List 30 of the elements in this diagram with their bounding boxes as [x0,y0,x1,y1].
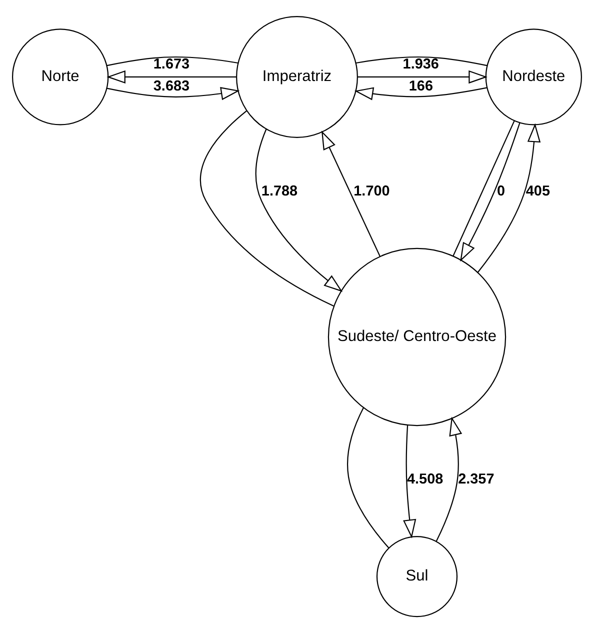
arrow [106,87,240,100]
connector [106,56,238,66]
arrow [477,123,541,273]
connector [452,120,515,256]
node-circle: Imperatriz [236,16,358,138]
node-circle: Norte [12,28,109,126]
arrow [436,416,462,542]
edge-label: 2.357 [458,472,494,488]
edge-label: 1.936 [402,56,439,72]
arrow [354,87,488,100]
edge-label: 1.673 [153,56,190,72]
edge-label: 0 [497,184,506,200]
edge-label: 3.683 [153,78,190,95]
edge-label: 166 [408,78,434,95]
arrow [403,424,416,538]
edge-label: 1.788 [261,184,298,200]
node-circle: Sudeste/ Centro-Oeste [328,248,506,426]
connector [356,56,488,66]
arrow [255,128,343,292]
node-circle: Nordeste [485,28,582,126]
arrow [321,130,381,257]
arrow [106,70,236,84]
edge-label: 1.700 [354,184,390,200]
edge-label: 4.508 [407,472,444,488]
arrow [460,122,520,262]
arrow [358,70,488,84]
edge-label: 405 [526,184,550,200]
connector [200,110,334,306]
connector [347,407,390,548]
node-circle: Sul [376,536,458,618]
